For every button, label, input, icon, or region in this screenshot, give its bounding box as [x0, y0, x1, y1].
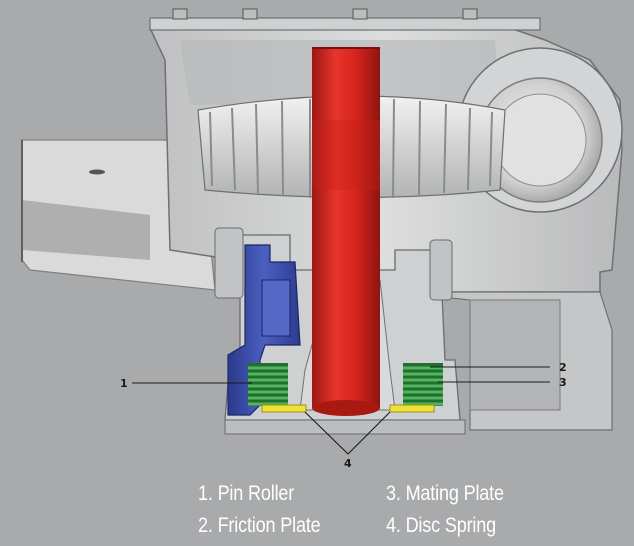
callout-number-1: 1: [120, 377, 128, 390]
callout-number-4: 4: [344, 457, 352, 470]
pin-roller: [227, 244, 301, 416]
disc-spring-stack-left: [248, 363, 288, 406]
callout-lines: [132, 366, 550, 455]
output-shaft: [312, 47, 380, 416]
housing-bolts: [172, 8, 478, 20]
callout-number-3: 3: [559, 376, 567, 389]
mounting-bracket: [21, 139, 216, 291]
friction-plates: [261, 404, 435, 413]
disc-spring-stack-right: [403, 363, 443, 406]
gearbox-housing: [148, 8, 623, 431]
leader-line-4: [304, 411, 391, 455]
callout-number-2: 2: [559, 361, 567, 374]
